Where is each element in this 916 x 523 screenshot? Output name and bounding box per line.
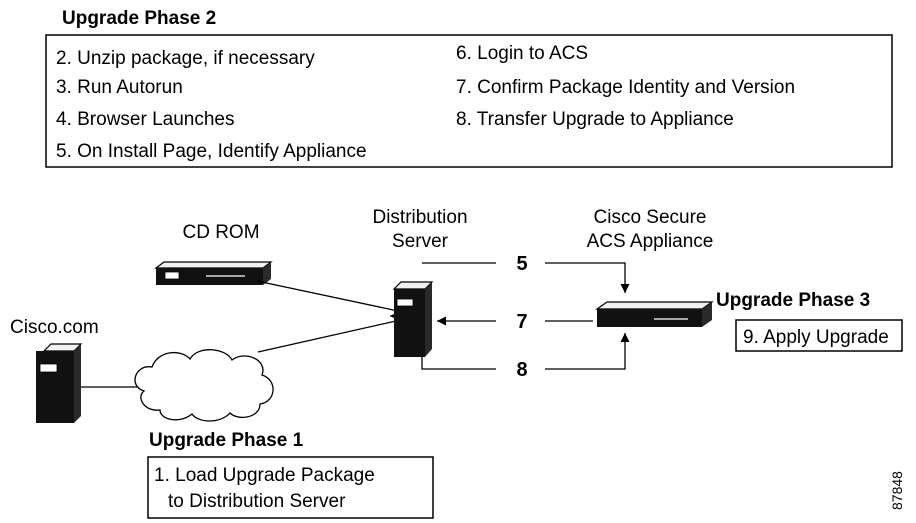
acs-appliance-icon xyxy=(595,301,714,327)
distribution-server-label-line2: Server xyxy=(392,231,449,252)
arrow-8-label: 8 xyxy=(516,359,527,381)
figure-number: 87848 xyxy=(889,471,905,510)
phase1-step-line1: 1. Load Upgrade Package xyxy=(154,465,375,486)
distribution-server-icon xyxy=(392,281,434,357)
phase2-step-8: 8. Transfer Upgrade to Appliance xyxy=(456,109,734,130)
cd-rom-icon xyxy=(154,261,273,285)
arrow-8-line-right xyxy=(545,333,630,370)
phase1-box xyxy=(147,456,434,519)
phase2-step-4: 4. Browser Launches xyxy=(56,109,235,130)
phase3-box xyxy=(735,319,903,352)
phase2-step-6: 6. Login to ACS xyxy=(456,43,588,64)
cisco-com-server-icon xyxy=(36,343,83,423)
phase2-box xyxy=(45,34,893,168)
phase3-step-9: 9. Apply Upgrade xyxy=(743,327,889,348)
cdrom-link xyxy=(256,280,399,312)
phase2-step-3: 3. Run Autorun xyxy=(56,77,183,98)
arrow-7-label: 7 xyxy=(516,311,527,333)
phase1-step-line2: to Distribution Server xyxy=(168,491,346,512)
cd-rom-label: CD ROM xyxy=(182,222,259,243)
arrow-5-line-right xyxy=(545,262,630,293)
phase2-step-2: 2. Unzip package, if necessary xyxy=(56,48,315,69)
phase2-title: Upgrade Phase 2 xyxy=(62,8,216,29)
arrow-8-line-left xyxy=(421,357,496,370)
phase1-title: Upgrade Phase 1 xyxy=(149,430,304,451)
phase3-title: Upgrade Phase 3 xyxy=(716,290,870,311)
distribution-server-label-line1: Distribution xyxy=(372,207,467,228)
cloud-link xyxy=(257,320,397,353)
internet-cloud-icon xyxy=(134,349,274,422)
arrow-5-label: 5 xyxy=(516,253,527,275)
cisco-com-label: Cisco.com xyxy=(10,317,99,338)
appliance-label-line2: ACS Appliance xyxy=(587,231,714,252)
phase2-step-5: 5. On Install Page, Identify Appliance xyxy=(56,141,367,162)
phase2-step-7: 7. Confirm Package Identity and Version xyxy=(456,77,795,98)
appliance-label-line1: Cisco Secure xyxy=(594,207,707,228)
